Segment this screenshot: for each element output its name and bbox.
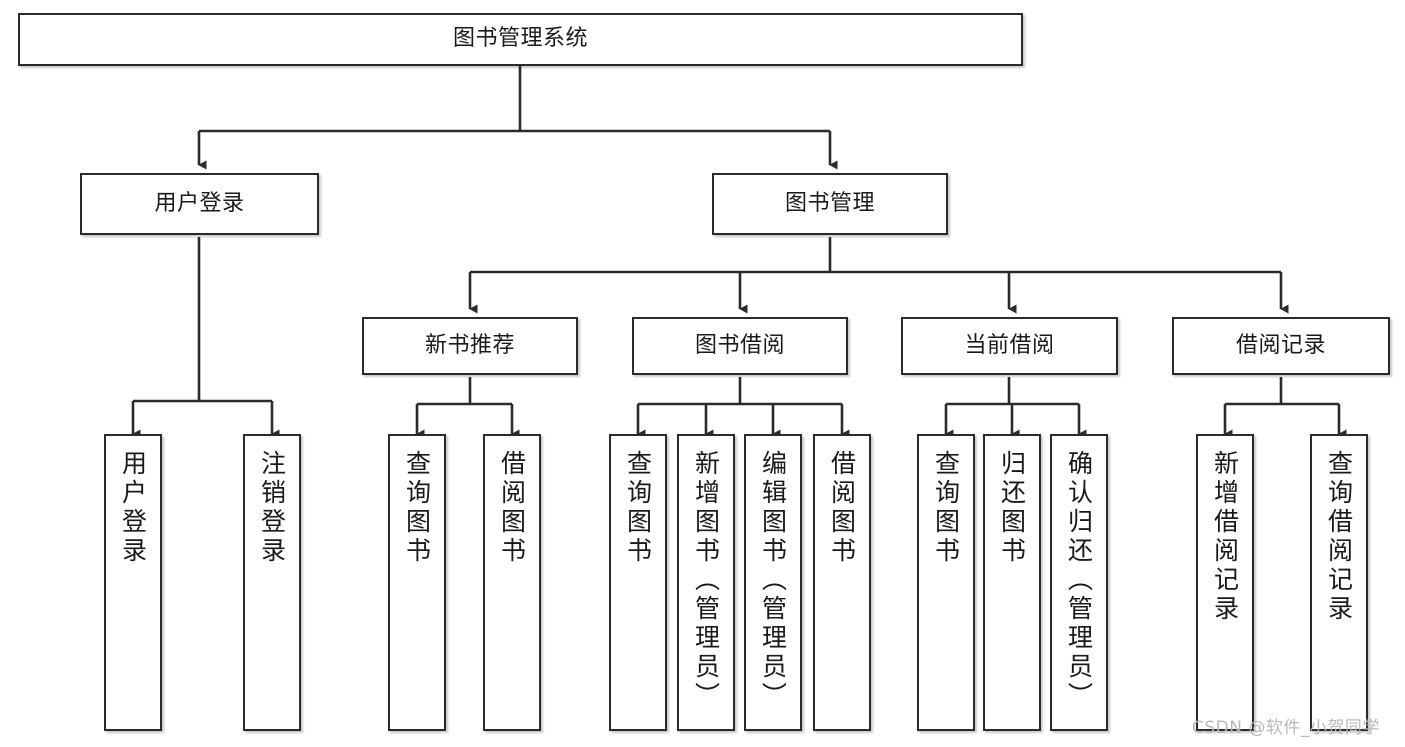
node-label: 当前借阅: [964, 332, 1055, 358]
leaf-user-login[interactable]: 用户登录: [104, 434, 162, 731]
leaf-recommend-borrow-book[interactable]: 借阅图书: [483, 434, 541, 731]
leaf-borrow-edit-book-admin[interactable]: 编辑图书（管理员）: [744, 434, 802, 731]
node-label: 编辑图书（管理员）: [758, 450, 788, 711]
node-borrow-record[interactable]: 借阅记录: [1172, 317, 1390, 375]
node-label: 借阅图书: [497, 450, 527, 566]
node-label: 图书管理系统: [452, 26, 588, 52]
node-label: 新增借阅记录: [1210, 450, 1240, 624]
leaf-borrow-borrow-book[interactable]: 借阅图书: [813, 434, 871, 731]
node-label: 查询图书: [931, 450, 961, 566]
node-label: 确认归还（管理员）: [1064, 450, 1094, 711]
leaf-logout[interactable]: 注销登录: [243, 434, 301, 731]
node-label: 归还图书: [997, 450, 1027, 566]
leaf-borrow-add-book-admin[interactable]: 新增图书（管理员）: [677, 434, 735, 731]
node-label: 查询图书: [623, 450, 653, 566]
node-current-borrow[interactable]: 当前借阅: [901, 317, 1118, 375]
leaf-current-return-book[interactable]: 归还图书: [983, 434, 1041, 731]
node-label: 用户登录: [154, 190, 245, 216]
node-label: 新书推荐: [424, 332, 515, 358]
csdn-watermark: CSDN @软件_小贺同学: [1192, 718, 1380, 738]
leaf-record-add-borrow-record[interactable]: 新增借阅记录: [1196, 434, 1254, 731]
node-book-borrow[interactable]: 图书借阅: [632, 317, 848, 375]
leaf-borrow-query-book[interactable]: 查询图书: [609, 434, 667, 731]
leaf-recommend-query-book[interactable]: 查询图书: [388, 434, 446, 731]
node-label: 新增图书（管理员）: [691, 450, 721, 711]
node-label: 图书借阅: [694, 332, 785, 358]
node-book-management[interactable]: 图书管理: [712, 173, 948, 235]
leaf-current-confirm-return-admin[interactable]: 确认归还（管理员）: [1050, 434, 1108, 731]
node-label: 查询图书: [402, 450, 432, 566]
node-label: 注销登录: [257, 450, 287, 566]
node-user-login[interactable]: 用户登录: [80, 173, 319, 235]
leaf-current-query-book[interactable]: 查询图书: [917, 434, 975, 731]
leaf-record-query-borrow-record[interactable]: 查询借阅记录: [1310, 434, 1368, 731]
node-label: 图书管理: [784, 190, 875, 216]
node-label: 借阅记录: [1235, 332, 1326, 358]
node-root-book-management-system[interactable]: 图书管理系统: [18, 13, 1023, 66]
node-label: 用户登录: [118, 450, 148, 566]
node-label: 借阅图书: [827, 450, 857, 566]
node-new-book-recommend[interactable]: 新书推荐: [362, 317, 578, 375]
node-label: 查询借阅记录: [1324, 450, 1354, 624]
